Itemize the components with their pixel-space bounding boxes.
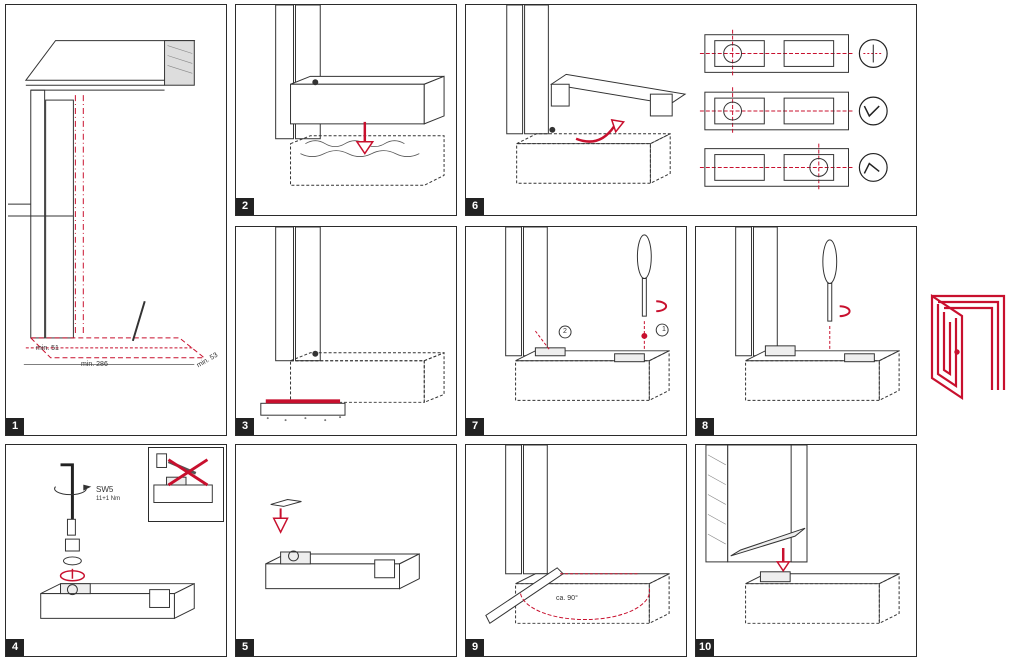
step-9-panel: ca. 90° 9 bbox=[465, 444, 687, 657]
step-1-panel: min. 51 min. 286 min. 53 1 bbox=[5, 4, 227, 436]
callout-1: 1 bbox=[662, 326, 666, 333]
step-2-panel: 2 bbox=[235, 4, 457, 216]
step-6-panel: 6 bbox=[465, 4, 917, 216]
step-number: 4 bbox=[6, 639, 24, 656]
step-number: 1 bbox=[6, 418, 24, 435]
closer-orientation-illustration bbox=[506, 5, 888, 192]
excavation-cutout-illustration bbox=[275, 5, 445, 186]
dimension-min-286: min. 286 bbox=[81, 361, 108, 368]
step-number: 8 bbox=[696, 418, 714, 435]
height-adjust-illustration bbox=[735, 227, 900, 402]
cover-plate-insert-illustration bbox=[265, 498, 420, 590]
step-number: 6 bbox=[466, 198, 484, 215]
tool-size-label: SW5 bbox=[96, 485, 114, 494]
step-8-panel: 8 bbox=[695, 226, 917, 436]
incorrect-tool-inset bbox=[148, 447, 224, 522]
hex-key-spindle-illustration bbox=[40, 463, 195, 620]
door-brand-logo-icon bbox=[930, 293, 1006, 401]
frame-floor-marking-illustration bbox=[7, 40, 206, 366]
angle-label: ca. 90° bbox=[556, 595, 578, 602]
step-number: 5 bbox=[236, 639, 254, 656]
step-5-panel: 5 bbox=[235, 444, 457, 657]
step-number: 2 bbox=[236, 198, 254, 215]
door-mounting-illustration bbox=[705, 445, 900, 625]
screwdriver-fixing-illustration bbox=[505, 227, 670, 402]
step-4-panel: SW5 11+1 Nm 4 bbox=[5, 444, 227, 657]
step-3-panel: 3 bbox=[235, 226, 457, 436]
torque-label: 11+1 Nm bbox=[96, 496, 121, 502]
step-number: 10 bbox=[696, 639, 715, 656]
step-number: 9 bbox=[466, 639, 484, 656]
callout-2: 2 bbox=[563, 328, 567, 335]
step-number: 3 bbox=[236, 418, 254, 435]
cement-box-placement-illustration bbox=[260, 227, 445, 422]
arm-rotation-90-illustration bbox=[485, 445, 670, 625]
step-number: 7 bbox=[466, 418, 484, 435]
step-10-panel: 10 bbox=[695, 444, 917, 657]
step-7-panel: 2 1 7 bbox=[465, 226, 687, 436]
dimension-min-51: min. 51 bbox=[36, 345, 59, 352]
